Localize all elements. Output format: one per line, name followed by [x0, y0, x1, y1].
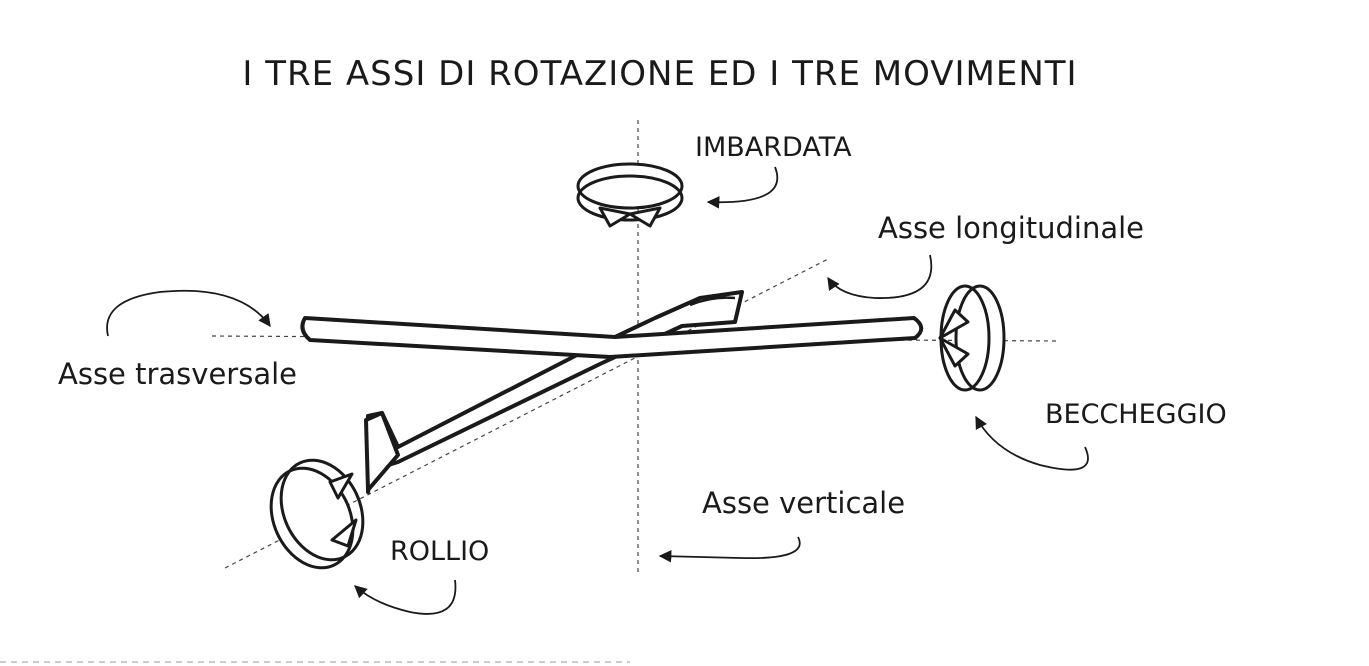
glider-tail-fin [364, 411, 400, 492]
pitch-pointer [975, 415, 1089, 471]
diagram-title: I TRE ASSI DI ROTAZIONE ED I TRE MOVIMEN… [242, 54, 1077, 94]
longitudinal-axis-label: Asse longitudinale [878, 211, 1144, 245]
lateral-axis-line [211, 335, 1059, 342]
vertical-axis-label: Asse verticale [702, 486, 905, 520]
yaw-label: IMBARDATA [695, 132, 852, 163]
lateral-axis-pointer [106, 289, 271, 337]
roll-rotation-symbol [269, 458, 365, 570]
glider-canopy [689, 296, 736, 307]
roll-pointer [354, 579, 457, 615]
yaw-rotation-symbol [576, 162, 684, 228]
pitch-label: BECCHEGGIO [1045, 399, 1227, 430]
longitudinal-axis-pointer [827, 254, 933, 299]
glider-wing [300, 316, 924, 359]
glider-fuselage [366, 290, 744, 494]
roll-label: ROLLIO [390, 536, 489, 567]
yaw-pointer [706, 166, 779, 209]
pitch-rotation-symbol [938, 284, 1006, 392]
lateral-axis-label: Asse trasversale [58, 357, 297, 391]
vertical-axis-pointer [658, 536, 801, 563]
